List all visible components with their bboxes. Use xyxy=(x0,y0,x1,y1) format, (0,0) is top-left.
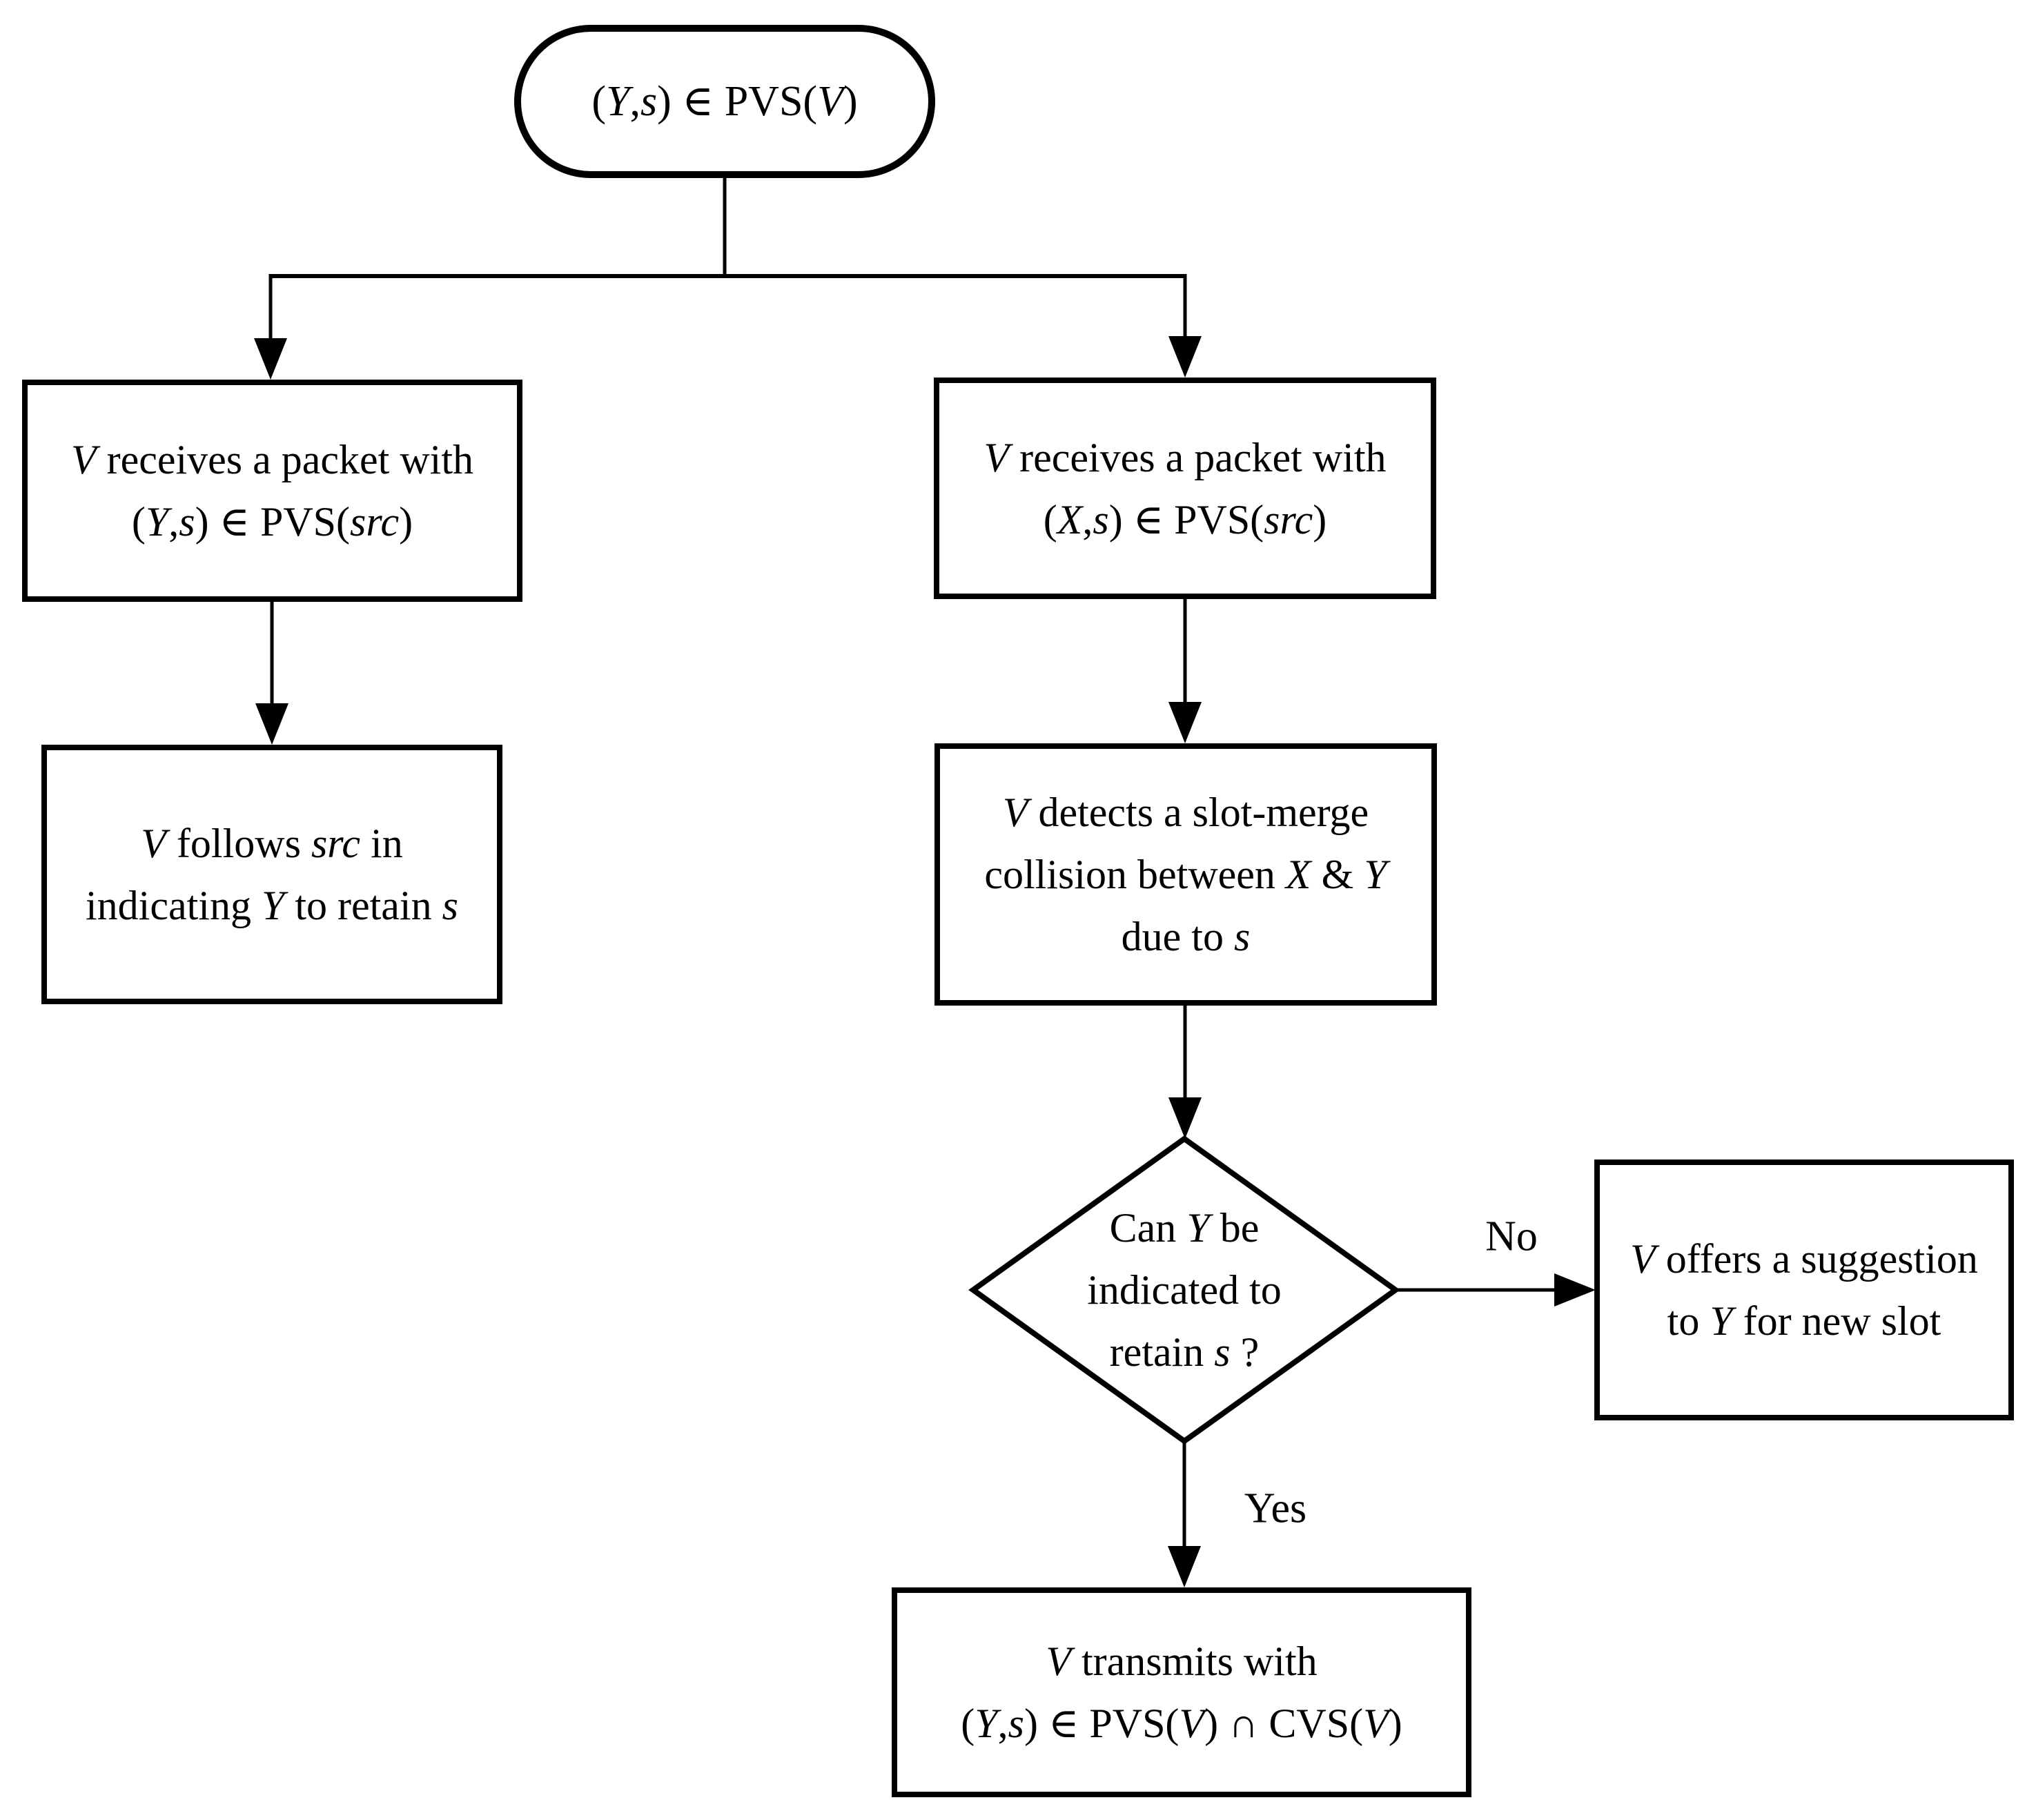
node-decision-can-y-retain: Can Y be indicated to retain s ? xyxy=(973,1139,1396,1441)
edge-label-yes: Yes xyxy=(1244,1485,1307,1532)
node-transmit: V transmits with (Y,s) ∈ PVS(V) ∩ CVS(V) xyxy=(892,1587,1471,1797)
node-detect-collision: V detects a slot-merge collision between … xyxy=(934,743,1437,1006)
node-text: V detects a slot-merge collision between … xyxy=(940,781,1431,968)
arrowhead-receive-x xyxy=(1168,336,1202,378)
node-text: V transmits with (Y,s) ∈ PVS(V) ∩ CVS(V) xyxy=(897,1630,1466,1754)
text-line: (Y,s) ∈ PVS(src) xyxy=(131,499,413,545)
edge-label-no: No xyxy=(1485,1213,1538,1260)
arrowhead-suggest xyxy=(1554,1273,1596,1307)
node-start-terminator: (Y,s) ∈ PVS(V) xyxy=(514,25,935,178)
arrowhead-receive-y xyxy=(254,338,287,380)
arrowhead-detect-collision xyxy=(1168,702,1202,743)
arrowhead-transmit xyxy=(1168,1546,1201,1587)
text-line: (X,s) ∈ PVS(src) xyxy=(1043,496,1327,542)
text-line: (Y,s) ∈ PVS(V) ∩ CVS(V) xyxy=(961,1701,1402,1746)
text-line: V offers a suggestion xyxy=(1630,1236,1978,1282)
text-line: (Y,s) ∈ PVS(V) xyxy=(591,77,858,125)
node-text: V offers a suggestion to Y for new slot xyxy=(1600,1228,2008,1352)
text-line: V receives a packet with xyxy=(70,437,474,482)
node-receive-packet-y: V receives a packet with (Y,s) ∈ PVS(src) xyxy=(22,380,522,602)
node-follow-src: V follows src in indicating Y to retain s xyxy=(41,745,502,1004)
node-text: Can Y be indicated to retain s ? xyxy=(973,1197,1396,1383)
node-text: (Y,s) ∈ PVS(V) xyxy=(521,70,928,134)
arrowhead-follow-src xyxy=(255,703,288,745)
text-line: V receives a packet with xyxy=(983,434,1387,480)
node-text: V follows src in indicating Y to retain s xyxy=(47,812,497,937)
text-line: Can Y be xyxy=(1109,1205,1260,1251)
text-line: V transmits with xyxy=(1046,1638,1318,1684)
text-line: indicating Y to retain s xyxy=(86,883,458,928)
text-line: to Y for new slot xyxy=(1667,1298,1941,1344)
arrowhead-decision xyxy=(1168,1097,1202,1139)
node-text: V receives a packet with (Y,s) ∈ PVS(src) xyxy=(28,429,517,553)
text-line: retain s ? xyxy=(1109,1329,1260,1375)
text-line: indicated to xyxy=(1087,1267,1282,1313)
text-line: V follows src in xyxy=(141,821,403,866)
node-offer-suggestion: V offers a suggestion to Y for new slot xyxy=(1594,1159,2014,1420)
node-text: V receives a packet with (X,s) ∈ PVS(src) xyxy=(939,427,1431,551)
node-receive-packet-x: V receives a packet with (X,s) ∈ PVS(src) xyxy=(934,378,1436,599)
text-line: collision between X & Y xyxy=(984,852,1387,897)
text-line: due to s xyxy=(1121,914,1251,959)
text-line: V detects a slot-merge xyxy=(1002,790,1369,835)
